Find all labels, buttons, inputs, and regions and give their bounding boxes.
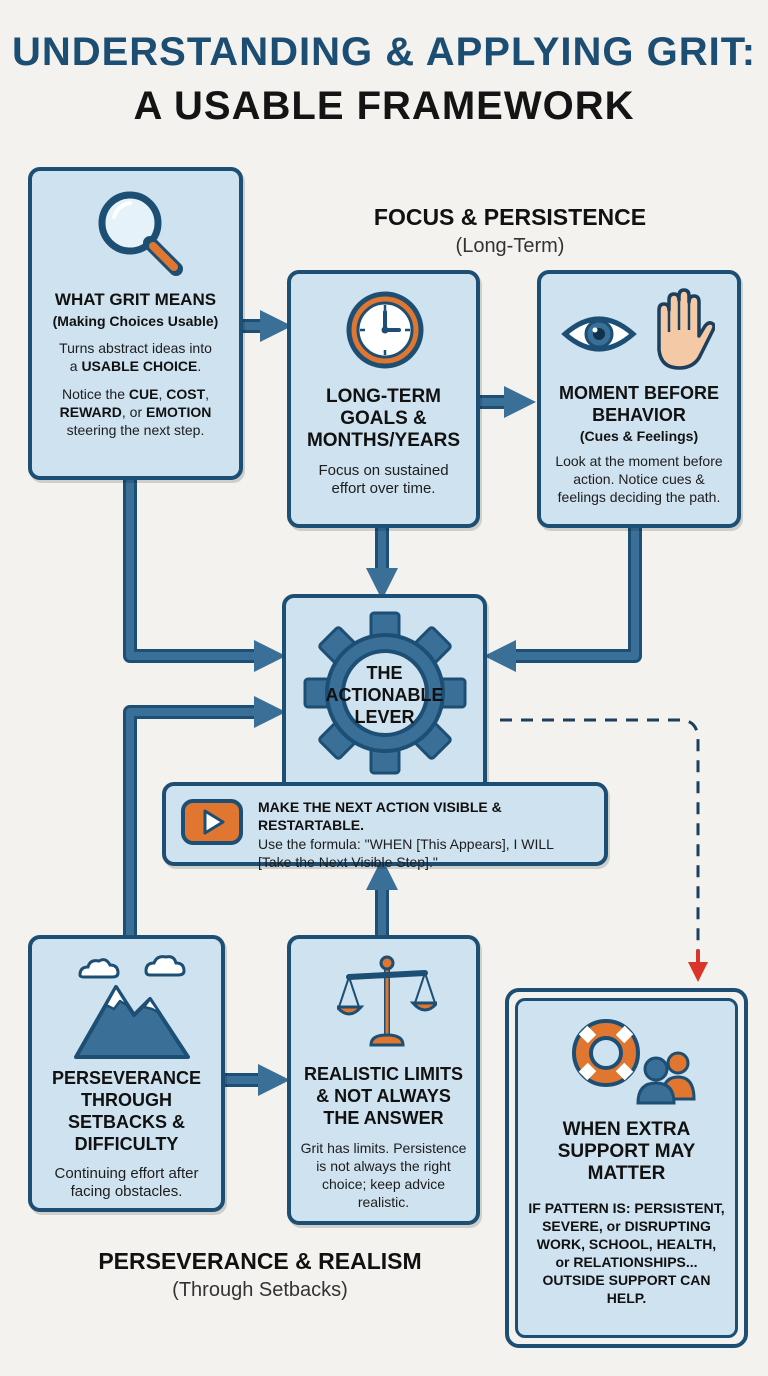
gear-icon	[303, 611, 467, 775]
focus-section-label: FOCUS & PERSISTENCE (Long-Term)	[340, 204, 680, 258]
magnifier-icon	[98, 191, 183, 276]
arrow-meaning-to-lever	[126, 478, 286, 672]
focus-section-heading: FOCUS & PERSISTENCE	[373, 204, 647, 230]
lever-label: THE ACTIONABLE LEVER	[325, 663, 444, 727]
scale-icon	[337, 955, 437, 1047]
grit-meaning-title: WHAT GRIT MEANS	[54, 290, 217, 309]
limits-title: REALISTIC LIMITS & NOT ALWAYS THE ANSWER	[304, 1064, 463, 1128]
moment-title: MOMENT BEFORE BEHAVIOR	[559, 383, 719, 425]
perseverance-text: Continuing effort after facing obstacles…	[54, 1165, 199, 1200]
people-icon	[636, 1051, 696, 1105]
grit-meaning-card: WHAT GRIT MEANS (Making Choices Usable) …	[28, 167, 243, 480]
arrow-perseverance-to-lever	[126, 696, 286, 935]
perseverance-card: PERSEVERANCE THROUGH SETBACKS & DIFFICUL…	[28, 935, 225, 1212]
long-term-title: LONG-TERM GOALS & MONTHS/YEARS	[306, 386, 461, 451]
dashed-connector	[500, 718, 700, 950]
moment-text: Look at the moment before action. Notice…	[555, 453, 723, 505]
realism-section-label: PERSEVERANCE & REALISM (Through Setbacks…	[70, 1248, 450, 1302]
grit-meaning-text1: Turns abstract ideas into a USABLE CHOIC…	[59, 340, 212, 374]
arrow-moment-to-lever	[484, 528, 639, 672]
limits-card: REALISTIC LIMITS & NOT ALWAYS THE ANSWER…	[287, 935, 480, 1225]
focus-section-subheading: (Long-Term)	[455, 235, 565, 257]
grit-meaning-subtitle: (Making Choices Usable)	[52, 313, 219, 329]
lever-card: THE ACTIONABLE LEVER	[282, 594, 487, 794]
realism-section-heading: PERSEVERANCE & REALISM	[98, 1248, 422, 1274]
play-icon	[181, 799, 243, 845]
mountain-icon	[74, 955, 190, 1059]
limits-text: Grit has limits. Persistence is not alwa…	[300, 1140, 467, 1210]
eye-icon	[561, 316, 637, 352]
long-term-card: LONG-TERM GOALS & MONTHS/YEARS Focus on …	[287, 270, 480, 528]
moment-subtitle: (Cues & Feelings)	[579, 428, 699, 444]
clock-icon	[346, 291, 424, 369]
page-title-line2: A USABLE FRAMEWORK	[133, 84, 635, 128]
moment-card: MOMENT BEFORE BEHAVIOR (Cues & Feelings)…	[537, 270, 741, 528]
page-title-line1: UNDERSTANDING & APPLYING GRIT:	[11, 30, 757, 74]
hand-icon	[657, 288, 715, 370]
action-card: MAKE THE NEXT ACTION VISIBLE & RESTARTAB…	[162, 782, 608, 870]
support-card: WHEN EXTRA SUPPORT MAY MATTER IF PATTERN…	[515, 998, 738, 1338]
action-title: MAKE THE NEXT ACTION VISIBLE & RESTARTAB…	[258, 799, 502, 833]
action-text: Use the formula: "WHEN [This Appears], I…	[258, 836, 554, 870]
long-term-text: Focus on sustained effort over time.	[318, 462, 449, 497]
support-text: IF PATTERN IS: PERSISTENT, SEVERE, or DI…	[528, 1200, 725, 1306]
lifebuoy-icon	[572, 1019, 640, 1087]
support-title: WHEN EXTRA SUPPORT MAY MATTER	[557, 1119, 696, 1184]
support-card-frame: WHEN EXTRA SUPPORT MAY MATTER IF PATTERN…	[505, 988, 748, 1348]
grit-meaning-text2: Notice the CUE, COST, REWARD, or EMOTION…	[59, 386, 212, 438]
realism-section-subheading: (Through Setbacks)	[172, 1279, 348, 1301]
perseverance-title: PERSEVERANCE THROUGH SETBACKS & DIFFICUL…	[51, 1068, 202, 1154]
